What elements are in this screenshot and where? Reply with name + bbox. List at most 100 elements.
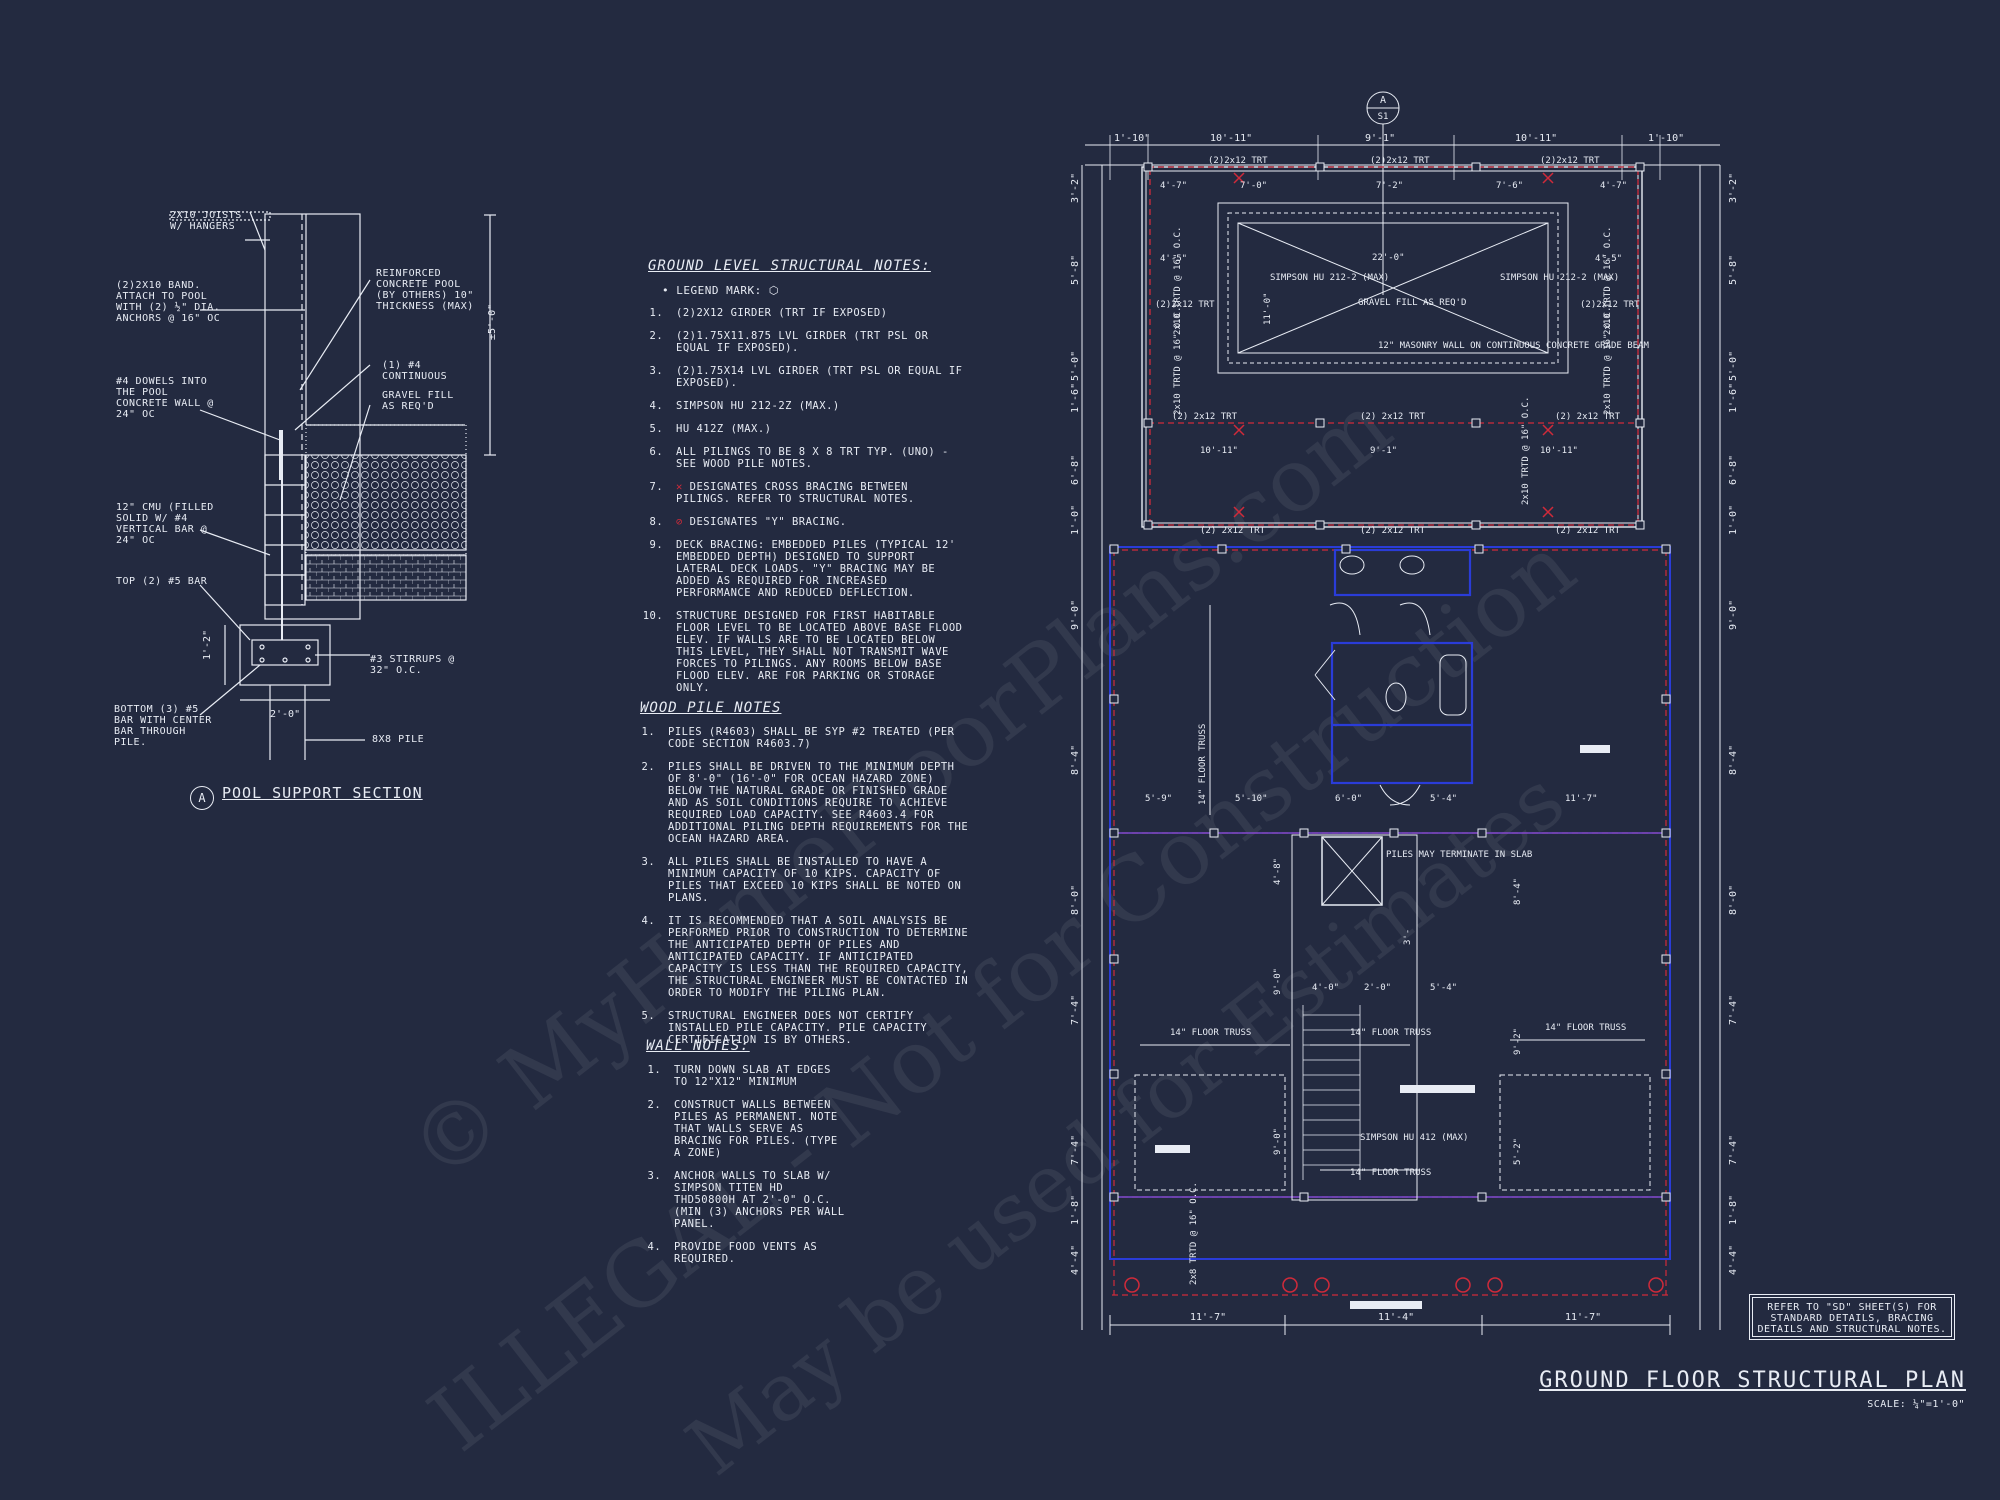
wall-note-4: PROVIDE FOOD VENTS AS REQUIRED. bbox=[668, 1241, 846, 1265]
dim-height: 1'-2" bbox=[202, 630, 213, 660]
right-dim-3: 1'-6" bbox=[1728, 383, 1739, 413]
sheet-reference-note: REFER TO "SD" SHEET(S) FOR STANDARD DETA… bbox=[1749, 1294, 1955, 1340]
pile-note-2: PILES SHALL BE DRIVEN TO THE MINIMUM DEP… bbox=[662, 761, 970, 845]
section-marker: A bbox=[190, 786, 214, 810]
top-dim-4: 1'-10" bbox=[1648, 133, 1684, 144]
house-d-9-2: 9'-2" bbox=[1513, 1028, 1523, 1055]
house-truss-mid: 14" FLOOR TRUSS bbox=[1350, 1028, 1431, 1038]
top-dim-0: 1'-10" bbox=[1114, 133, 1150, 144]
pool-trt-mid-right: (2)2x12 TRT bbox=[1580, 300, 1640, 310]
house-d-6-0: 6'-0" bbox=[1335, 794, 1362, 804]
top-dim-3: 10'-11" bbox=[1515, 133, 1557, 144]
ground-note-10: STRUCTURE DESIGNED FOR FIRST HABITABLE F… bbox=[670, 610, 968, 694]
house-d-5-4: 5'-4" bbox=[1430, 794, 1457, 804]
house-d-9-0b: 9'-0" bbox=[1273, 1128, 1283, 1155]
wall-note-1: TURN DOWN SLAB AT EDGES TO 12"x12" MINIM… bbox=[668, 1064, 846, 1088]
pool-d-11: 11'-0" bbox=[1263, 292, 1273, 325]
plan-marker-bottom: S1 bbox=[1378, 112, 1389, 122]
right-dim-2: 5'-0" bbox=[1728, 351, 1739, 381]
pool-support-section-drawing: ±5'-0" 2'-0" 1'-2" bbox=[169, 211, 498, 760]
plan-marker-top: A bbox=[1380, 95, 1386, 106]
house-d-11-7: 11'-7" bbox=[1565, 794, 1598, 804]
left-dim-3: 1'-6" bbox=[1070, 383, 1081, 413]
plan-title: GROUND FLOOR STRUCTURAL PLAN bbox=[1539, 1368, 1966, 1393]
pool-trt-1: (2)2x12 TRT bbox=[1208, 156, 1268, 166]
pile-notes-list: PILES (R4603) SHALL BE SYP #2 TREATED (P… bbox=[640, 726, 970, 1046]
wall-notes-list: TURN DOWN SLAB AT EDGES TO 12"x12" MINIM… bbox=[646, 1064, 846, 1265]
house-d-2-0: 2'-0" bbox=[1364, 983, 1391, 993]
ground-note-1: (2)2X12 GIRDER (TRT IF EXPOSED) bbox=[670, 307, 968, 319]
pool-trt-row2-3: (2) 2x12 TRT bbox=[1555, 412, 1621, 422]
pool-trt-row2-1: (2) 2x12 TRT bbox=[1172, 412, 1238, 422]
left-dim-0: 3'-2" bbox=[1070, 173, 1081, 203]
ground-notes-list: (2)2X12 GIRDER (TRT IF EXPOSED) (2)1.75X… bbox=[648, 307, 968, 694]
right-dim-1: 5'-8" bbox=[1728, 255, 1739, 285]
ground-floor-structural-plan: 1'-10" 10'-11" 9'-1" 10'-11" 1'-10" 11'-… bbox=[1070, 91, 1739, 1335]
left-dim-5: 1'-0" bbox=[1070, 505, 1081, 535]
label-cmu: 12" CMU (FILLED SOLID W/ #4 VERTICAL BAR… bbox=[116, 502, 214, 546]
pile-note-5: STRUCTURAL ENGINEER DOES NOT CERTIFY INS… bbox=[662, 1010, 970, 1046]
top-dim-1: 10'-11" bbox=[1210, 133, 1252, 144]
right-dim-7: 8'-4" bbox=[1728, 745, 1739, 775]
house-trtd-8: 2x8 TRTD @ 16" O.C. bbox=[1189, 1182, 1199, 1285]
pool-trtd-right-top: 2x10 TRTD @ 16" O.C. bbox=[1603, 227, 1613, 335]
label-band: (2)2X10 BAND. ATTACH TO POOL WITH (2) ½"… bbox=[116, 280, 221, 324]
pile-note-3: ALL PILES SHALL BE INSTALLED TO HAVE A M… bbox=[662, 856, 970, 904]
top-dim-2: 9'-1" bbox=[1365, 133, 1395, 144]
label-reinforced-pool: REINFORCED CONCRETE POOL (BY OTHERS) 10"… bbox=[376, 268, 474, 312]
house-simpson-412: SIMPSON HU 412 (MAX) bbox=[1360, 1133, 1468, 1143]
plan-scale: SCALE: ¼"=1'-0" bbox=[1867, 1399, 1965, 1410]
left-dim-6: 9'-0" bbox=[1070, 600, 1081, 630]
bottom-dim-2: 11'-7" bbox=[1565, 1312, 1601, 1323]
wood-pile-notes: WOOD PILE NOTES PILES (R4603) SHALL BE S… bbox=[640, 700, 970, 1064]
right-dim-5: 1'-0" bbox=[1728, 505, 1739, 535]
left-dim-9: 7'-4" bbox=[1070, 995, 1081, 1025]
pool-masonry: 12" MASONRY WALL ON CONTINUOUS CONCRETE … bbox=[1378, 341, 1650, 351]
house-truss-right: 14" FLOOR TRUSS bbox=[1545, 1023, 1626, 1033]
ground-note-8: ⊘ DESIGNATES "Y" BRACING. bbox=[670, 516, 968, 528]
pool-gravel: GRAVEL FILL AS REQ'D bbox=[1358, 298, 1466, 308]
label-stirrups: #3 STIRRUPS @ 32" O.C. bbox=[370, 654, 455, 676]
pool-d-9-1: 9'-1" bbox=[1370, 446, 1397, 456]
ground-note-3: (2)1.75X14 LVL GIRDER (TRT PSL OR EQUAL … bbox=[670, 365, 968, 389]
right-dim-0: 3'-2" bbox=[1728, 173, 1739, 203]
ground-note-4: SIMPSON HU 212-2Z (MAX.) bbox=[670, 400, 968, 412]
left-dim-4: 6'-8" bbox=[1070, 455, 1081, 485]
left-dim-12: 4'-4" bbox=[1070, 1245, 1081, 1275]
pool-d-7-0: 7'-0" bbox=[1240, 181, 1267, 191]
pool-trt-row3-1: (2) 2x12 TRT bbox=[1200, 526, 1266, 536]
right-dim-4: 6'-8" bbox=[1728, 455, 1739, 485]
pool-d-10-11a: 10'-11" bbox=[1200, 446, 1238, 456]
left-dim-1: 5'-8" bbox=[1070, 255, 1081, 285]
house-d-3: 3'- bbox=[1403, 929, 1413, 945]
right-dim-10: 7'-4" bbox=[1728, 1135, 1739, 1165]
pool-trtd-left-bottom: 2x10 TRTD @ 16" O.C. bbox=[1173, 307, 1183, 415]
right-dim-11: 1'-8" bbox=[1728, 1195, 1739, 1225]
house-d-5-9: 5'-9" bbox=[1145, 794, 1172, 804]
ground-note-7: ✕ DESIGNATES CROSS BRACING BETWEEN PILIN… bbox=[670, 481, 968, 505]
pile-note-1: PILES (R4603) SHALL BE SYP #2 TREATED (P… bbox=[662, 726, 970, 750]
pile-note-4: IT IS RECOMMENDED THAT A SOIL ANALYSIS B… bbox=[662, 915, 970, 999]
right-dim-12: 4'-4" bbox=[1728, 1245, 1739, 1275]
pool-trt-row3-3: (2) 2x12 TRT bbox=[1555, 526, 1621, 536]
house-d-9-0: 9'-0" bbox=[1273, 968, 1283, 995]
ground-note-5: HU 412Z (MAX.) bbox=[670, 423, 968, 435]
right-dim-9: 7'-4" bbox=[1728, 995, 1739, 1025]
pool-trtd-left-top: 2x10 TRTD @ 16" O.C. bbox=[1173, 227, 1183, 335]
pool-d-4-7b: 4'-7" bbox=[1600, 181, 1627, 191]
section-title: POOL SUPPORT SECTION bbox=[222, 784, 423, 802]
pool-d-4-5b: 4'-5" bbox=[1595, 254, 1622, 264]
label-gravel: GRAVEL FILL AS REQ'D bbox=[382, 390, 454, 412]
pool-trt-2: (2)2x12 TRT bbox=[1370, 156, 1430, 166]
pool-d-10-11b: 10'-11" bbox=[1540, 446, 1578, 456]
pool-trtd-center: 2x10 TRTD @ 16" O.C. bbox=[1521, 397, 1531, 505]
left-dim-8: 8'-0" bbox=[1070, 885, 1081, 915]
pool-trt-row3-2: (2) 2x12 TRT bbox=[1360, 526, 1426, 536]
pool-trt-mid-left: (2)2x12 TRT bbox=[1155, 300, 1215, 310]
wall-note-3: ANCHOR WALLS TO SLAB W/ SIMPSON TITEN HD… bbox=[668, 1170, 846, 1230]
label-pile: 8x8 PILE bbox=[372, 734, 425, 745]
pool-d-7-2: 7'-2" bbox=[1376, 181, 1403, 191]
ground-note-6: ALL PILINGS TO BE 8 x 8 TRT TYP. (UNO) -… bbox=[670, 446, 968, 470]
house-d-5-10: 5'-10" bbox=[1235, 794, 1268, 804]
pile-notes-title: WOOD PILE NOTES bbox=[640, 700, 782, 716]
